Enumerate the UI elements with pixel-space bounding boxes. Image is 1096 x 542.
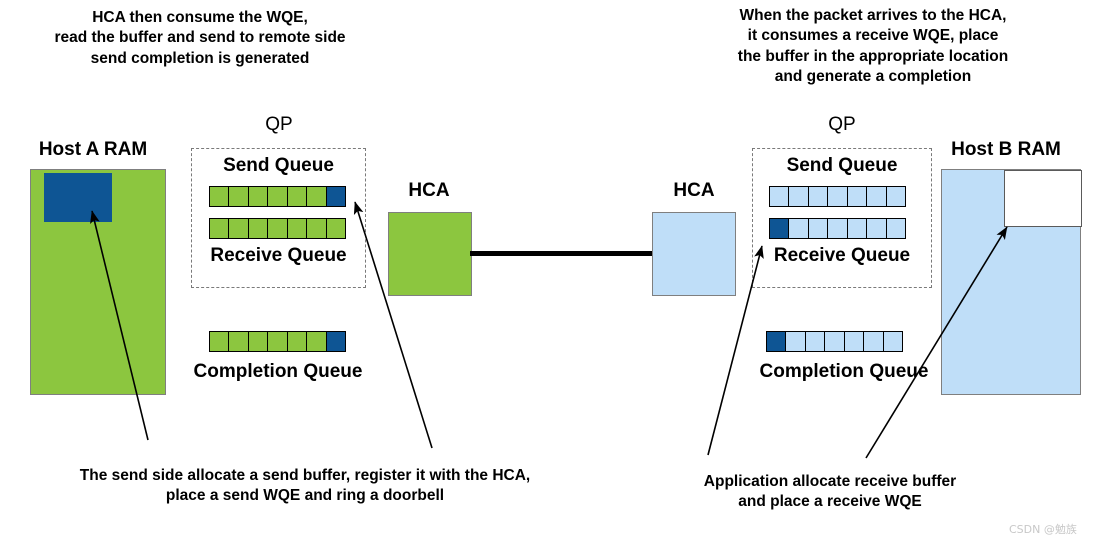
host-b-ram-title: Host B RAM bbox=[951, 139, 1061, 160]
qp-left-receive-queue-label: Receive Queue bbox=[210, 245, 347, 266]
watermark: CSDN @勉族 bbox=[1009, 523, 1077, 536]
completion-queue-right bbox=[766, 331, 903, 352]
caption-bottom-left: The send side allocate a send buffer, re… bbox=[79, 467, 531, 505]
queue-cell bbox=[828, 187, 848, 206]
queue-cell bbox=[770, 187, 790, 206]
queue-cell bbox=[886, 187, 905, 206]
hca-left-title: HCA bbox=[408, 180, 450, 201]
completion-queue-right-label: Completion Queue bbox=[759, 361, 929, 382]
host-a-ram-title: Host A RAM bbox=[38, 139, 148, 160]
qp-right-send-queue bbox=[769, 186, 906, 207]
caption-top-left: HCA then consume the WQE, read the buffe… bbox=[54, 9, 346, 67]
queue-cell-active bbox=[326, 332, 345, 351]
host-b-ram-box bbox=[941, 169, 1082, 395]
queue-cell bbox=[808, 187, 829, 206]
qp-right-send-queue-label: Send Queue bbox=[786, 155, 898, 176]
caption-bottom-right: Application allocate receive buffer and … bbox=[703, 473, 957, 511]
queue-cell bbox=[229, 187, 249, 206]
host-b-receive-buffer bbox=[1004, 170, 1082, 227]
queue-cell bbox=[326, 219, 345, 238]
queue-cell bbox=[867, 219, 887, 238]
queue-cell bbox=[786, 332, 806, 351]
network-link bbox=[470, 251, 654, 256]
qp-left-receive-queue bbox=[209, 218, 346, 239]
queue-cell bbox=[210, 219, 230, 238]
queue-cell bbox=[268, 187, 288, 206]
queue-cell bbox=[789, 219, 809, 238]
queue-cell bbox=[886, 219, 905, 238]
queue-cell bbox=[307, 219, 327, 238]
queue-cell bbox=[268, 332, 288, 351]
queue-cell bbox=[248, 219, 269, 238]
queue-cell bbox=[307, 332, 327, 351]
queue-cell-active bbox=[767, 332, 787, 351]
queue-cell-active bbox=[770, 219, 790, 238]
qp-right-title: QP bbox=[828, 114, 856, 135]
queue-cell bbox=[825, 332, 845, 351]
queue-cell bbox=[847, 187, 868, 206]
queue-cell bbox=[789, 187, 809, 206]
completion-queue-left-label: Completion Queue bbox=[193, 361, 363, 382]
queue-cell bbox=[229, 332, 249, 351]
qp-right-receive-queue bbox=[769, 218, 906, 239]
queue-cell bbox=[808, 219, 829, 238]
queue-cell bbox=[307, 187, 327, 206]
completion-queue-left bbox=[209, 331, 346, 352]
qp-left-send-queue bbox=[209, 186, 346, 207]
queue-cell bbox=[805, 332, 826, 351]
qp-left-send-queue-label: Send Queue bbox=[223, 155, 334, 176]
queue-cell bbox=[828, 219, 848, 238]
queue-cell bbox=[210, 332, 230, 351]
queue-cell bbox=[287, 187, 308, 206]
qp-left-title: QP bbox=[265, 114, 293, 135]
queue-cell bbox=[864, 332, 884, 351]
queue-cell bbox=[287, 219, 308, 238]
queue-cell bbox=[844, 332, 865, 351]
queue-cell bbox=[287, 332, 308, 351]
queue-cell bbox=[268, 219, 288, 238]
queue-cell bbox=[847, 219, 868, 238]
queue-cell bbox=[210, 187, 230, 206]
queue-cell bbox=[867, 187, 887, 206]
hca-right-title: HCA bbox=[673, 180, 715, 201]
queue-cell bbox=[248, 187, 269, 206]
queue-cell bbox=[248, 332, 269, 351]
hca-left-box bbox=[388, 212, 472, 296]
host-a-send-buffer bbox=[44, 173, 112, 222]
queue-cell bbox=[229, 219, 249, 238]
queue-cell bbox=[883, 332, 902, 351]
host-a-ram-box bbox=[30, 169, 166, 395]
qp-right-receive-queue-label: Receive Queue bbox=[773, 245, 911, 266]
queue-cell-active bbox=[326, 187, 345, 206]
caption-top-right: When the packet arrives to the HCA, it c… bbox=[737, 7, 1009, 86]
hca-right-box bbox=[652, 212, 736, 296]
qp-right-box bbox=[752, 148, 932, 288]
